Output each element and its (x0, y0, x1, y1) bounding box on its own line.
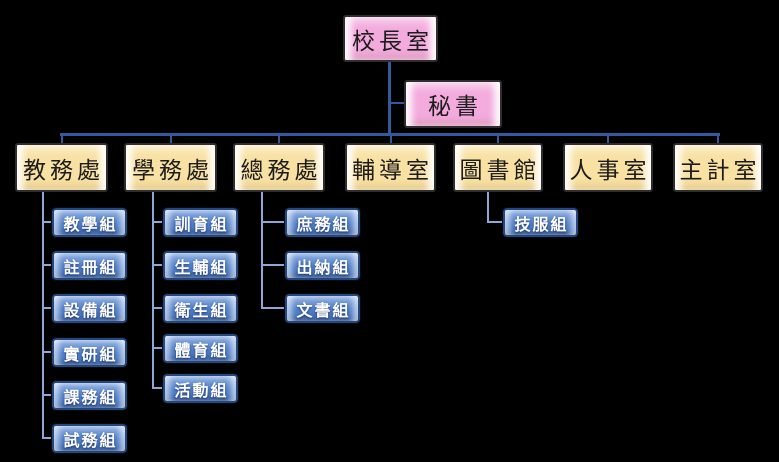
section-stub-connector (42, 264, 52, 266)
org-box-section: 教學組 (51, 207, 128, 238)
section-stub-connector (42, 437, 52, 439)
org-box-department-label: 人事室 (569, 157, 651, 184)
org-box-section: 實研組 (51, 337, 128, 368)
department-stub-connector (497, 133, 499, 143)
section-stub-connector (261, 307, 285, 309)
secretary-label: 秘書 (428, 94, 482, 120)
department-stub-connector (717, 133, 719, 143)
org-box-section: 設備組 (51, 293, 128, 324)
org-box-department: 圖書館 (453, 143, 543, 192)
org-box-department-label: 教務處 (23, 157, 104, 184)
org-box-department-label: 學務處 (132, 157, 213, 184)
org-box-secretary: 秘書 (404, 80, 502, 128)
org-box-section-label: 課務組 (63, 387, 118, 407)
org-box-section-label: 技服組 (514, 214, 569, 234)
org-box-department: 輔導室 (345, 143, 436, 192)
section-stub-connector (42, 351, 52, 353)
org-box-section: 庶務組 (284, 207, 361, 238)
org-box-section: 試務組 (51, 423, 128, 454)
org-box-section-label: 活動組 (174, 380, 229, 400)
section-stub-connector (152, 347, 163, 349)
org-box-section: 訓育組 (162, 207, 239, 238)
org-box-section-label: 註冊組 (63, 257, 118, 277)
department-stub-connector (61, 133, 63, 143)
section-stub-connector (487, 221, 503, 223)
secretary-connector (390, 102, 404, 104)
org-box-principal: 校長室 (343, 15, 438, 62)
department-stub-connector (390, 133, 392, 143)
org-box-department-label: 輔導室 (352, 157, 433, 184)
section-stub-connector (42, 221, 52, 223)
org-box-department-label: 總務處 (240, 157, 322, 184)
department-stub-connector (278, 133, 280, 143)
org-box-section: 課務組 (51, 380, 128, 411)
org-box-section-label: 試務組 (63, 430, 118, 450)
org-box-section-label: 文書組 (296, 300, 351, 320)
org-box-department: 學務處 (124, 143, 217, 192)
section-stub-connector (152, 221, 163, 223)
org-box-section: 出納組 (284, 250, 361, 281)
trunk-connector (388, 62, 391, 135)
section-stub-connector (261, 221, 285, 223)
org-box-department: 主計室 (673, 143, 763, 192)
org-box-section-label: 體育組 (174, 340, 229, 360)
section-stub-connector (152, 264, 163, 266)
org-box-section: 技服組 (502, 207, 579, 238)
section-stub-connector (152, 307, 163, 309)
org-box-section: 活動組 (162, 373, 239, 404)
section-drop-connector (42, 192, 44, 439)
org-box-section-label: 生輔組 (174, 257, 229, 277)
org-box-section: 衛生組 (162, 293, 239, 324)
org-box-section-label: 訓育組 (174, 214, 229, 234)
org-box-section-label: 衛生組 (174, 300, 229, 320)
org-box-department-label: 主計室 (679, 157, 761, 184)
org-box-department-label: 圖書館 (459, 157, 541, 184)
section-drop-connector (152, 192, 154, 389)
org-box-section-label: 實研組 (63, 344, 118, 364)
section-stub-connector (42, 307, 52, 309)
org-box-section: 註冊組 (51, 250, 128, 281)
department-stub-connector (170, 133, 172, 143)
principal-label: 校長室 (352, 28, 433, 55)
org-box-section: 體育組 (162, 333, 239, 364)
section-stub-connector (261, 264, 285, 266)
org-box-department: 總務處 (233, 143, 325, 192)
org-box-section-label: 庶務組 (296, 214, 351, 234)
org-box-department: 教務處 (15, 143, 108, 192)
section-stub-connector (152, 387, 163, 389)
org-box-section-label: 出納組 (296, 257, 351, 277)
org-box-section-label: 設備組 (63, 300, 118, 320)
org-box-department: 人事室 (563, 143, 653, 192)
org-box-section-label: 教學組 (63, 214, 118, 234)
section-drop-connector (261, 192, 263, 309)
org-box-section: 文書組 (284, 293, 361, 324)
org-box-section: 生輔組 (162, 250, 239, 281)
section-drop-connector (487, 192, 489, 223)
section-stub-connector (42, 394, 52, 396)
department-stub-connector (607, 133, 609, 143)
